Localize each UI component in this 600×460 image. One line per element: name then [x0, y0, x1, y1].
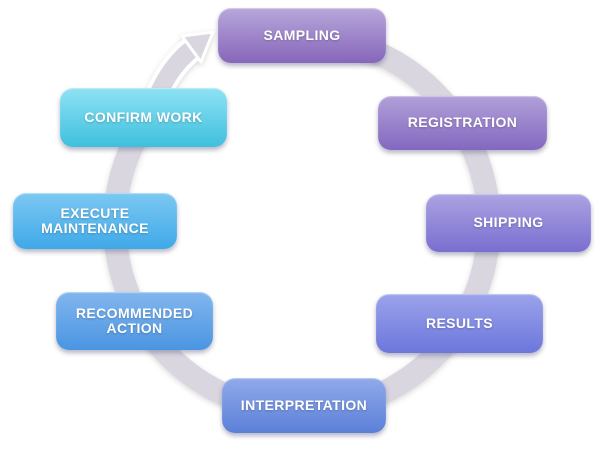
step-results: RESULTS [376, 294, 543, 353]
step-interpretation-label: INTERPRETATION [240, 396, 368, 413]
step-execute-maintenance: EXECUTE MAINTENANCE [13, 193, 177, 249]
step-execute-maintenance-label: EXECUTE MAINTENANCE [41, 204, 149, 236]
step-confirm-work: CONFIRM WORK [60, 88, 227, 147]
step-registration: REGISTRATION [378, 96, 547, 150]
step-results-label: RESULTS [425, 314, 494, 331]
step-sampling-label: SAMPLING [263, 26, 341, 43]
step-shipping: SHIPPING [426, 194, 591, 252]
flow-arrow-head-icon [180, 30, 215, 64]
step-shipping-label: SHIPPING [473, 214, 544, 231]
step-registration-label: REGISTRATION [407, 114, 518, 131]
step-confirm-work-label: CONFIRM WORK [84, 108, 203, 125]
step-recommended-action-label: RECOMMENDED ACTION [75, 304, 194, 336]
step-recommended-action: RECOMMENDED ACTION [56, 292, 213, 350]
step-sampling: SAMPLING [218, 8, 386, 63]
cycle-ring [103, 25, 501, 423]
step-interpretation: INTERPRETATION [222, 378, 386, 433]
